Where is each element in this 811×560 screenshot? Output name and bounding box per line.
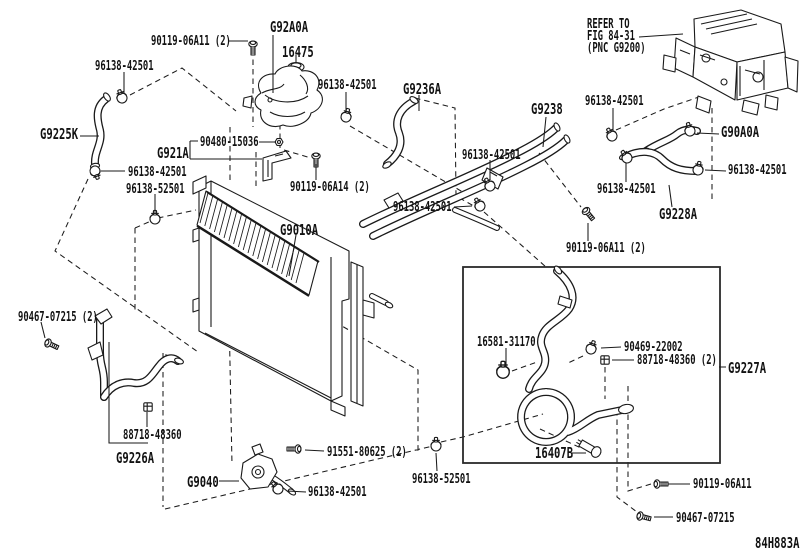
label-g90a0a: G90A0A <box>721 123 760 141</box>
label-96138-42501-c: 96138-42501 <box>585 94 644 109</box>
drawing-code: 84H883A <box>755 534 800 552</box>
label-90119-06a11-top: 90119-06A11 (2) <box>151 34 231 49</box>
label-g9040: G9040 <box>187 473 219 491</box>
label-90119-06a14: 90119-06A14 (2) <box>290 180 370 195</box>
radiator-g9010a-drawing <box>192 175 394 417</box>
hose-assembly-g9227a-drawing <box>517 265 634 458</box>
label-g9225k: G9225K <box>40 125 79 143</box>
label-90467-07215-bottom: 90467-07215 <box>676 511 735 526</box>
label-g9227a: G9227A <box>728 359 767 377</box>
label-g9226a: G9226A <box>116 449 155 467</box>
label-96138-42501-i: 96138-42501 <box>308 485 367 500</box>
label-91551-80625: 91551-80625 (2) <box>327 445 407 460</box>
label-g9236a: G9236A <box>403 80 442 98</box>
refer-note-line1: REFER TO <box>587 17 630 32</box>
reserve-tank-g92a0a-drawing <box>242 61 323 128</box>
refer-note-line3: (PNC G9200) <box>587 41 646 56</box>
label-g9010a: G9010A <box>280 221 319 239</box>
hose-g9236a-drawing <box>382 96 419 169</box>
label-90480-15036: 90480-15036 <box>200 135 259 150</box>
label-96138-42501-d: 96138-42501 <box>728 163 787 178</box>
label-16407b: 16407B <box>535 444 574 462</box>
pipe-hose-g9226a-drawing <box>87 308 184 401</box>
label-96138-52501-b: 96138-52501 <box>412 472 471 487</box>
label-96138-42501-h: 96138-42501 <box>597 182 656 197</box>
label-96138-42501-a: 96138-42501 <box>95 59 154 74</box>
label-g92a0a: G92A0A <box>270 18 309 36</box>
label-96138-42501-b: 96138-42501 <box>318 78 377 93</box>
label-88718-48360-left: 88718-48360 <box>123 428 182 443</box>
label-96138-42501-f: 96138-42501 <box>462 148 521 163</box>
label-90119-06a11-bottom: 90119-06A11 <box>693 477 752 492</box>
dashed-reference-lines-layer <box>54 50 713 513</box>
label-g9238: G9238 <box>531 100 563 118</box>
label-g921a: G921A <box>157 144 189 162</box>
engine-assembly-drawing <box>662 9 799 116</box>
label-96138-42501-e: 96138-42501 <box>128 165 187 180</box>
label-16475: 16475 <box>282 43 314 61</box>
label-g9228a: G9228A <box>659 205 698 223</box>
hose-g9225k-drawing <box>89 92 111 170</box>
label-16581-31170: 16581-31170 <box>477 335 536 350</box>
refer-note-line2: FIG 84-31 <box>587 29 635 44</box>
label-88718-48360-box: 88718-48360 (2) <box>637 353 717 368</box>
drain-plug-16407b-drawing <box>576 439 602 458</box>
label-90119-06a11-mid: 90119-06A11 (2) <box>566 241 646 256</box>
label-90469-22002: 90469-22002 <box>624 340 683 355</box>
bracket-g921a-drawing <box>262 138 292 182</box>
valve-g9040-drawing <box>240 443 297 496</box>
detail-box <box>462 266 721 464</box>
label-90467-07215-left: 90467-07215 (2) <box>18 310 98 325</box>
label-96138-42501-g: 96138-42501 <box>393 200 452 215</box>
pipes-g9238-drawing <box>359 122 571 240</box>
leader-lines-layer <box>40 33 727 518</box>
label-96138-52501-a: 96138-52501 <box>126 182 185 197</box>
